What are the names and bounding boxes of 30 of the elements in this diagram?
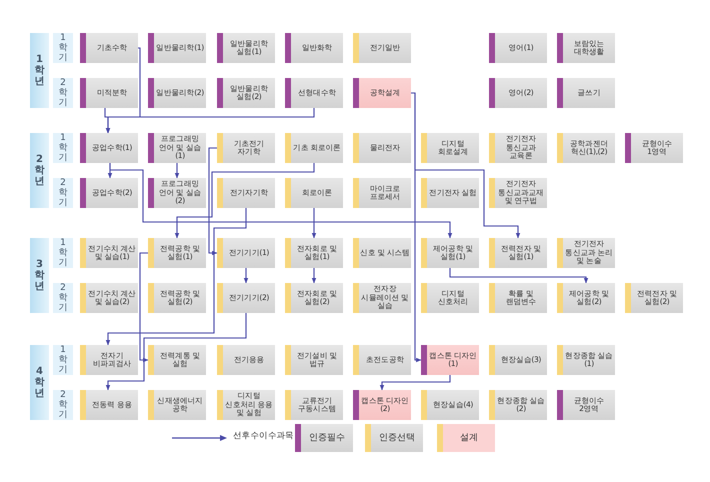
year-band: 4학년 [30,345,49,420]
arrow [106,108,315,134]
semester-cell: 2학기 [53,283,73,313]
arrow [174,163,315,239]
arrow [109,163,452,239]
semester-cell: 2학기 [53,178,73,208]
semester-cell: 1학기 [53,345,73,375]
year-band: 1학년 [30,33,49,108]
legend-item: 인증선택 [365,424,423,452]
year-band: 3학년 [30,238,49,313]
legend-item: 인증필수 [295,424,353,452]
arrow [174,163,180,179]
arrow [208,147,218,256]
arrow [244,268,248,284]
arrow [312,268,316,284]
legend-item: 설계 [437,424,495,452]
arrow [312,208,316,239]
arrow [139,252,149,362]
semester-cell: 1학기 [53,33,73,63]
semester-cell: 1학기 [53,133,73,163]
arrow [380,375,451,391]
arrow [106,313,247,391]
semester-cell: 1학기 [53,238,73,268]
semester-cell: 2학기 [53,390,73,420]
legend-label: 선후수이수과목 [233,432,294,442]
arrow [106,208,247,346]
arrow [449,268,588,284]
arrow [411,92,520,239]
year-band: 2학년 [30,133,49,208]
semester-cell: 2학기 [53,78,73,108]
